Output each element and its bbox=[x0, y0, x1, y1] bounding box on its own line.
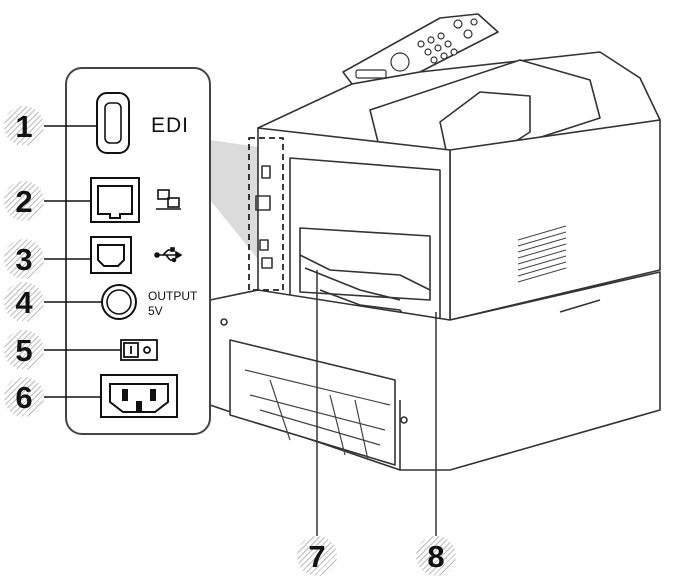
callout-1: 1 bbox=[4, 106, 44, 146]
network-icon bbox=[156, 189, 181, 210]
callout-2: 2 bbox=[4, 181, 44, 221]
output-label: OUTPUT bbox=[148, 289, 198, 303]
callout-3: 3 bbox=[4, 239, 44, 279]
callout-5: 5 bbox=[4, 330, 44, 370]
callout-4: 4 bbox=[4, 282, 44, 322]
usb-icon bbox=[154, 247, 183, 263]
connector-panel bbox=[65, 67, 211, 435]
power-socket-icon bbox=[100, 374, 178, 418]
edi-port-icon bbox=[96, 92, 130, 154]
ethernet-port-icon bbox=[90, 177, 140, 223]
callout-6: 6 bbox=[4, 377, 44, 417]
port-area-highlight bbox=[248, 137, 284, 291]
callout-7: 7 bbox=[297, 536, 337, 576]
printer-illustration bbox=[209, 13, 661, 471]
callout-8: 8 bbox=[416, 536, 456, 576]
edi-label: EDI bbox=[151, 114, 190, 137]
output-voltage-label: 5V bbox=[148, 304, 163, 318]
usb-port-icon bbox=[90, 236, 132, 274]
output-jack-icon bbox=[101, 284, 137, 320]
